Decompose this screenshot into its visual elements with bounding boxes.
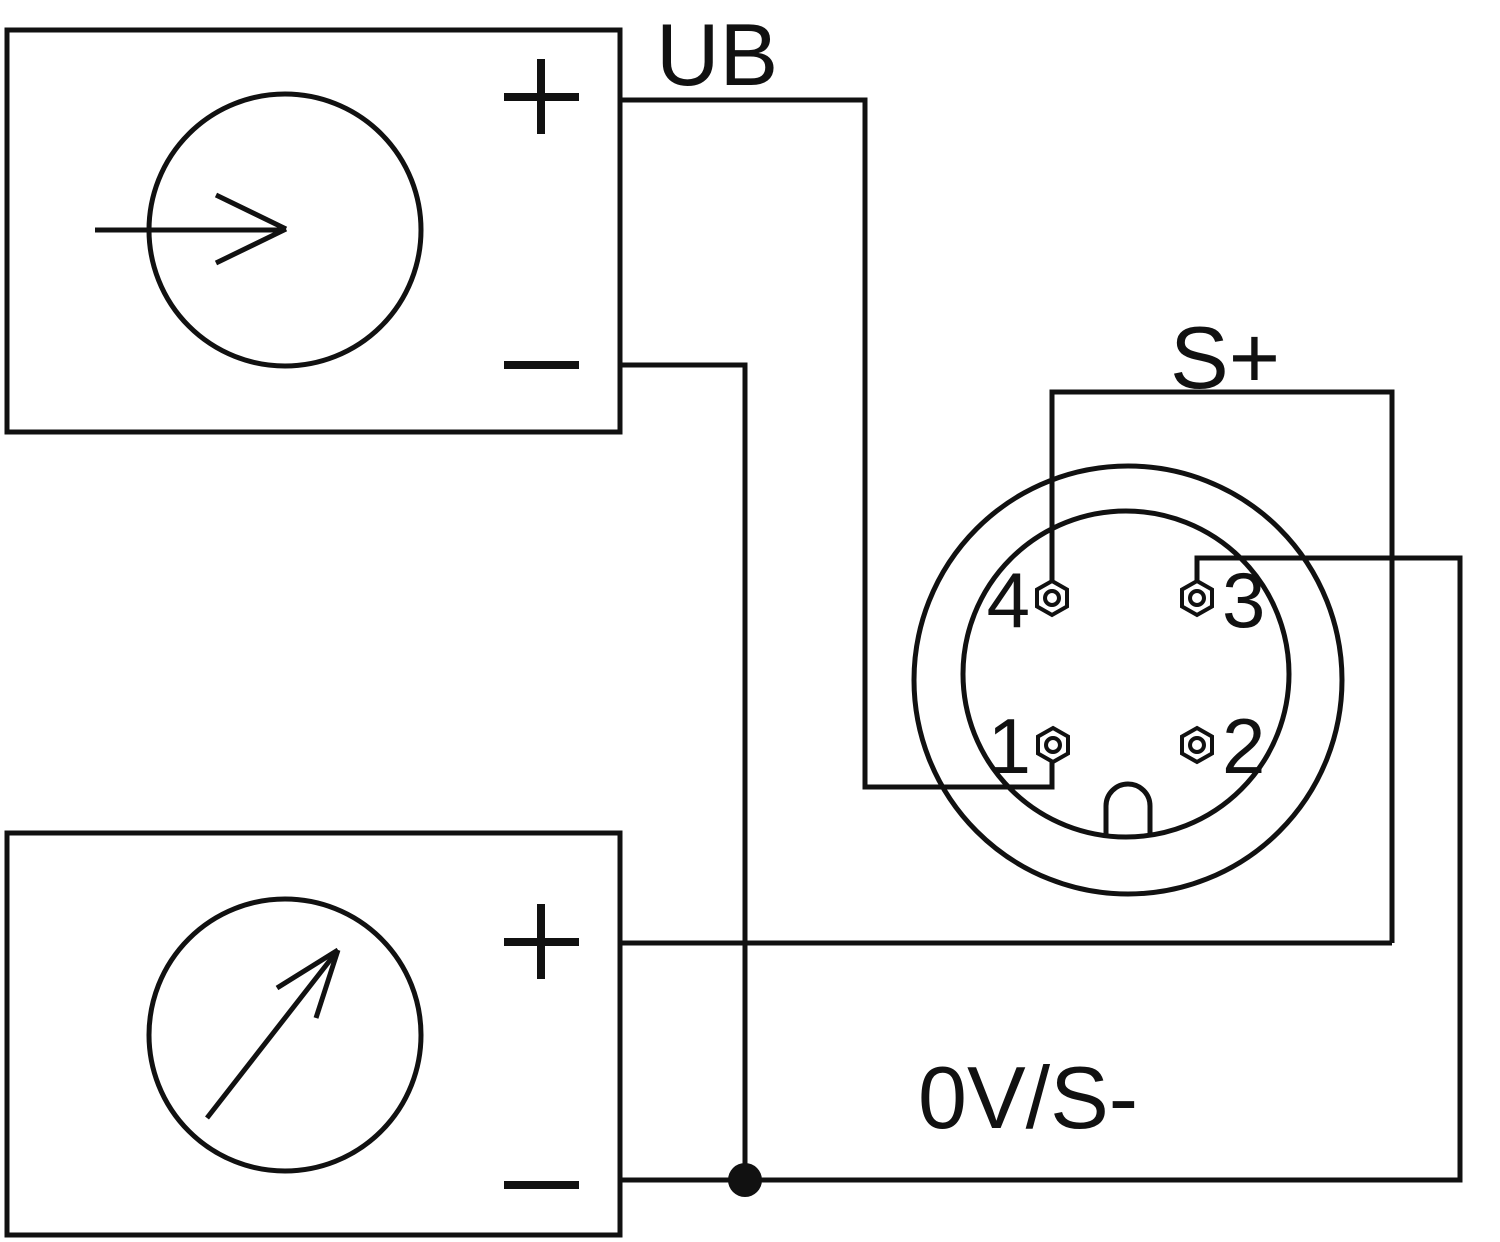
ub-label: UB: [656, 5, 778, 104]
indicator-outline: [4, 830, 623, 1238]
meter-needle-icon: [205, 947, 341, 1120]
connector-inner-ring: [960, 508, 1292, 840]
pin-1-contact: [1036, 726, 1070, 764]
s-plus-label: S+: [1170, 308, 1280, 407]
meter-symbol-circle: [146, 896, 424, 1174]
pin-2-label: 2: [1222, 702, 1265, 790]
connector-face: 4 3 1 2: [911, 463, 1345, 897]
ub-wire: [620, 97, 1055, 790]
supply-minus-wire: [620, 362, 748, 1180]
supply-plus-terminal: [504, 59, 579, 134]
pin-3-label: 3: [1222, 556, 1265, 644]
s-plus-wire: [1049, 389, 1395, 943]
indicator-box: [4, 830, 623, 1238]
connector-keying-notch: [1103, 781, 1153, 836]
junction-dot: [728, 1163, 762, 1197]
source-arrow-right-icon: [95, 192, 288, 266]
wires: [620, 97, 1463, 1197]
pin-2-contact: [1180, 726, 1214, 764]
pin-4-label: 4: [987, 556, 1030, 644]
power-supply-box: [4, 27, 623, 435]
zero-v-s-minus-label: 0V/S-: [918, 1048, 1138, 1147]
common-0v-wire: [620, 555, 1463, 1183]
indicator-plus-terminal: [504, 904, 579, 979]
power-supply-outline: [4, 27, 623, 435]
pin-1-label: 1: [988, 702, 1031, 790]
pin-4-contact: [1035, 579, 1069, 617]
pin-3-contact: [1180, 579, 1214, 617]
connector-outer-ring: [911, 463, 1345, 897]
